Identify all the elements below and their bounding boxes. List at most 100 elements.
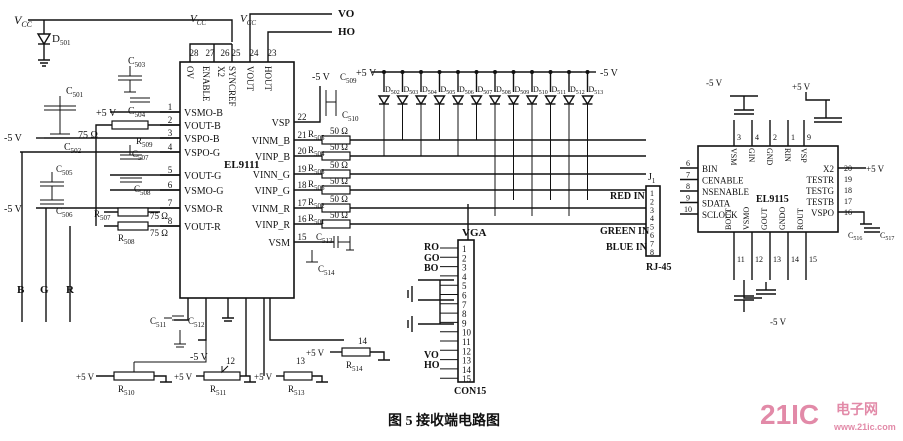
diode-label: D505 xyxy=(441,85,456,96)
diode-symbol xyxy=(451,95,465,106)
u2-pin-number: 2 xyxy=(773,133,777,142)
rj45-pin-number: 7 xyxy=(650,239,654,248)
rj45-pin-number: 1 xyxy=(650,189,654,198)
svg-text:+5 V: +5 V xyxy=(866,164,885,174)
u2-pin-name: SDATA xyxy=(702,199,731,209)
u1-pin-name: VSMO-R xyxy=(184,204,223,215)
svg-text:R513: R513 xyxy=(288,384,305,397)
rj45-pin-number: 8 xyxy=(650,248,654,257)
resistor-ref: R506 xyxy=(308,179,325,192)
d501-label: D xyxy=(52,33,60,45)
svg-text:14: 14 xyxy=(358,336,368,346)
junction-dot xyxy=(511,70,516,74)
diode-symbol xyxy=(581,95,594,106)
svg-text:+5 V: +5 V xyxy=(356,68,377,79)
svg-text:75 Ω: 75 Ω xyxy=(78,130,98,141)
junction-dot xyxy=(437,70,442,74)
resistor-ref: R501 xyxy=(308,213,325,226)
svg-text:75 Ω: 75 Ω xyxy=(150,228,168,238)
u2-pin-name: VSPO xyxy=(811,208,835,218)
svg-text:R509: R509 xyxy=(136,136,153,149)
diode-rail: +5 V -5 V xyxy=(356,68,619,79)
resistor-value: 50 Ω xyxy=(330,160,348,170)
vga-pin-number: 10 xyxy=(462,328,472,338)
u1-pin-number: 7 xyxy=(168,198,173,208)
u2-el9115-chip: EL9115 -5 V +5 V +5 V -5 V C516 C517 xyxy=(697,78,894,327)
resistor-value: 50 Ω xyxy=(330,126,348,136)
u1-el9111-chip: EL9111 VCC VCC xyxy=(179,13,295,299)
rj45-label: RJ-45 xyxy=(646,262,672,273)
u2-pin-name: TESTB xyxy=(806,197,834,207)
svg-text:C510: C510 xyxy=(342,110,359,123)
u2-pin-number: 7 xyxy=(686,171,690,180)
u1-pin-name: VSMO-B xyxy=(184,108,223,119)
u2-pin-number: 4 xyxy=(755,133,759,142)
diode-label: D512 xyxy=(570,85,585,96)
resistor-value: 50 Ω xyxy=(330,210,348,220)
diode-label: D502 xyxy=(385,85,400,96)
u2-pin-name: GNDO xyxy=(778,207,787,230)
svg-text:C511: C511 xyxy=(150,316,167,329)
vga-pin-number: 3 xyxy=(462,263,467,273)
vga-connector: VGA CON15 RO GO BO VO HO xyxy=(407,204,487,397)
u1-pin-number: 2 xyxy=(168,115,173,125)
u2-pin-name: X2 xyxy=(823,164,834,174)
junction-dot xyxy=(419,70,423,74)
svg-text:C502: C502 xyxy=(64,142,82,155)
svg-text:-5 V: -5 V xyxy=(4,133,23,144)
vga-pin-number: 15 xyxy=(462,374,472,384)
rj45-pin-number: 2 xyxy=(650,197,654,206)
resistor-ref: R502 xyxy=(308,197,325,210)
j1-rj45-connector: J1 RJ-45 RED IN GREEN IN BLUE IN xyxy=(600,172,672,273)
green-in-label: GREEN IN xyxy=(600,226,650,237)
u2-pin-name: SCLOCK xyxy=(702,210,738,220)
u2-pin-number: 9 xyxy=(686,194,690,203)
junction-dot xyxy=(567,70,571,74)
u2-pin-number: 13 xyxy=(773,255,781,264)
vcc-supply-left: VCC D501 xyxy=(14,13,233,67)
u1-pin-number: 23 xyxy=(268,48,278,58)
site-watermark-logo: 21IC 电子网 www.21ic.com xyxy=(760,399,896,432)
svg-text:C517: C517 xyxy=(880,231,894,242)
u1-pin-name: X2 xyxy=(216,66,226,77)
resistor-ref: R503 xyxy=(308,163,325,176)
rgb-outputs: B G R xyxy=(17,150,97,322)
vga-pin-number: 5 xyxy=(462,281,467,291)
u2-pin-number: 18 xyxy=(844,186,852,195)
svg-text:R511: R511 xyxy=(210,384,227,397)
svg-text:C505: C505 xyxy=(56,164,73,177)
series-resistor xyxy=(321,151,351,161)
resistor-value: 50 Ω xyxy=(330,176,348,186)
b-output-label: B xyxy=(17,284,25,296)
u2-pin-number: 1 xyxy=(791,133,795,142)
u2-pin-name: NSENABLE xyxy=(702,187,750,197)
svg-text:BO: BO xyxy=(424,263,439,274)
series-resistor xyxy=(321,185,351,195)
svg-text:C516: C516 xyxy=(848,231,862,242)
figure-caption: 图 5 接收端电路图 xyxy=(388,412,500,429)
u2-pin-number: 8 xyxy=(686,182,690,191)
svg-text:-5 V: -5 V xyxy=(190,352,209,363)
u1-pin-number: 22 xyxy=(298,112,307,122)
neg5-rail-label: -5 V xyxy=(600,68,619,79)
vo-label: VO xyxy=(338,8,355,20)
red-in-label: RED IN xyxy=(610,191,646,202)
u2-pin-name: GND xyxy=(765,148,774,166)
u2-pin-number: 16 xyxy=(844,208,852,217)
u2-name: EL9115 xyxy=(756,194,789,205)
junction-dot xyxy=(456,70,460,74)
vga-label: VGA xyxy=(462,227,487,239)
u1-pin-name: VINP_G xyxy=(254,186,290,197)
svg-text:J1: J1 xyxy=(648,172,656,185)
svg-text:-5 V: -5 V xyxy=(770,317,787,327)
u1-name: EL9111 xyxy=(224,159,259,171)
svg-text:-5 V: -5 V xyxy=(4,204,23,215)
svg-text:VCC: VCC xyxy=(14,13,33,29)
u1-pin-name: VSMO-G xyxy=(184,186,223,197)
svg-text:13: 13 xyxy=(296,356,306,366)
